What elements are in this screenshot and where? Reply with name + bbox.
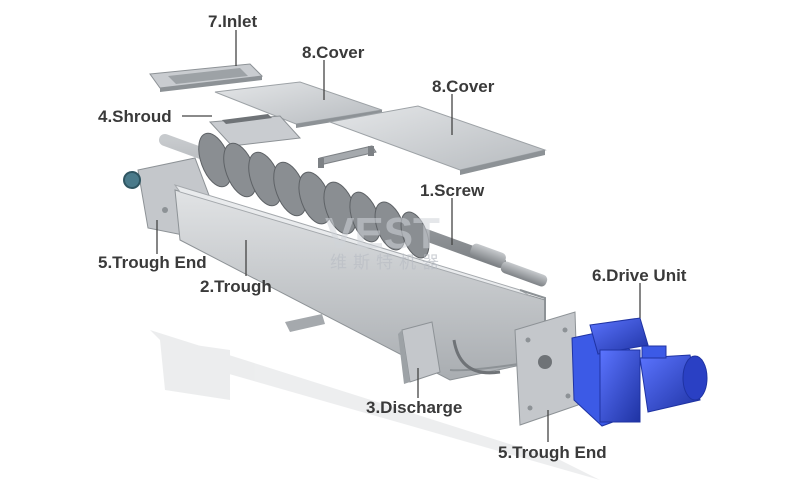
part-labels: 7.Inlet 8.Cover 8.Cover 4.Shroud 1.Screw…: [98, 12, 687, 462]
label-cover-left: 8.Cover: [302, 43, 365, 62]
leader-lines: [156, 30, 641, 442]
label-trough-end-left: 5.Trough End: [98, 253, 207, 272]
screw-part: [159, 132, 548, 287]
label-discharge: 3.Discharge: [366, 398, 462, 417]
label-trough-end-right: 5.Trough End: [498, 443, 607, 462]
hanger-bracket: [318, 145, 377, 168]
drive-unit-part: [571, 317, 708, 427]
watermark-logo: VEST: [325, 209, 440, 258]
cover-part-right: [328, 105, 547, 175]
label-drive-unit: 6.Drive Unit: [592, 266, 687, 285]
cover-part-left: [214, 81, 383, 128]
trough-end-right-part: [514, 311, 579, 426]
label-inlet: 7.Inlet: [208, 12, 257, 31]
trough-foot: [285, 314, 325, 332]
discharge-part: [398, 321, 441, 384]
shroud-part: [208, 114, 302, 147]
watermark-chinese: 维斯特机器: [330, 253, 445, 273]
label-trough: 2.Trough: [200, 277, 272, 296]
floor-reflection: [150, 330, 600, 480]
label-screw: 1.Screw: [420, 181, 485, 200]
trough-part: [173, 184, 546, 381]
label-cover-right: 8.Cover: [432, 77, 495, 96]
watermark: VEST 维斯特机器: [325, 209, 445, 273]
inlet-part: [149, 63, 264, 92]
label-shroud: 4.Shroud: [98, 107, 172, 126]
